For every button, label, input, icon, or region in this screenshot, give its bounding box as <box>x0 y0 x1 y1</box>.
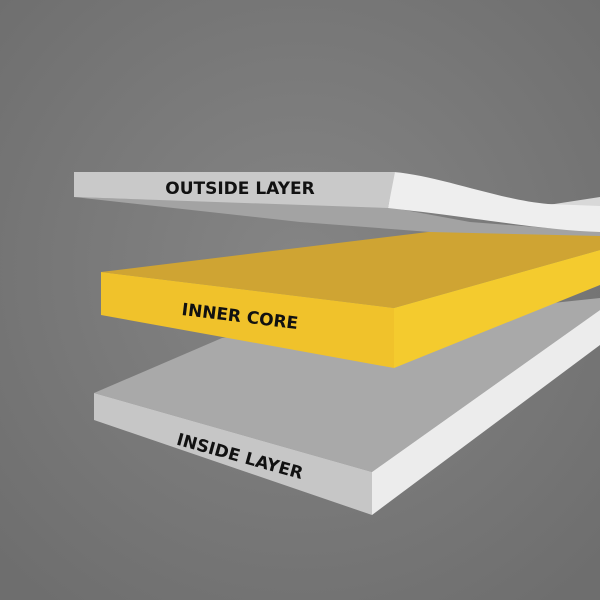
outside-layer-underside <box>74 197 600 236</box>
inside-layer-top <box>94 298 600 472</box>
inside-layer-side <box>372 310 600 515</box>
outside-layer-label: OUTSIDE LAYER <box>165 179 314 199</box>
inside-layer: INSIDE LAYER <box>94 298 600 515</box>
inside-layer-front <box>94 393 372 515</box>
outside-layer-front <box>74 172 395 208</box>
outside-layer-curve <box>388 172 600 232</box>
inner-core-top <box>101 230 600 308</box>
inner-core: INNER CORE <box>101 230 600 368</box>
inner-core-side <box>394 250 600 368</box>
inner-core-front <box>101 272 394 368</box>
outside-layer: OUTSIDE LAYER <box>74 172 600 236</box>
